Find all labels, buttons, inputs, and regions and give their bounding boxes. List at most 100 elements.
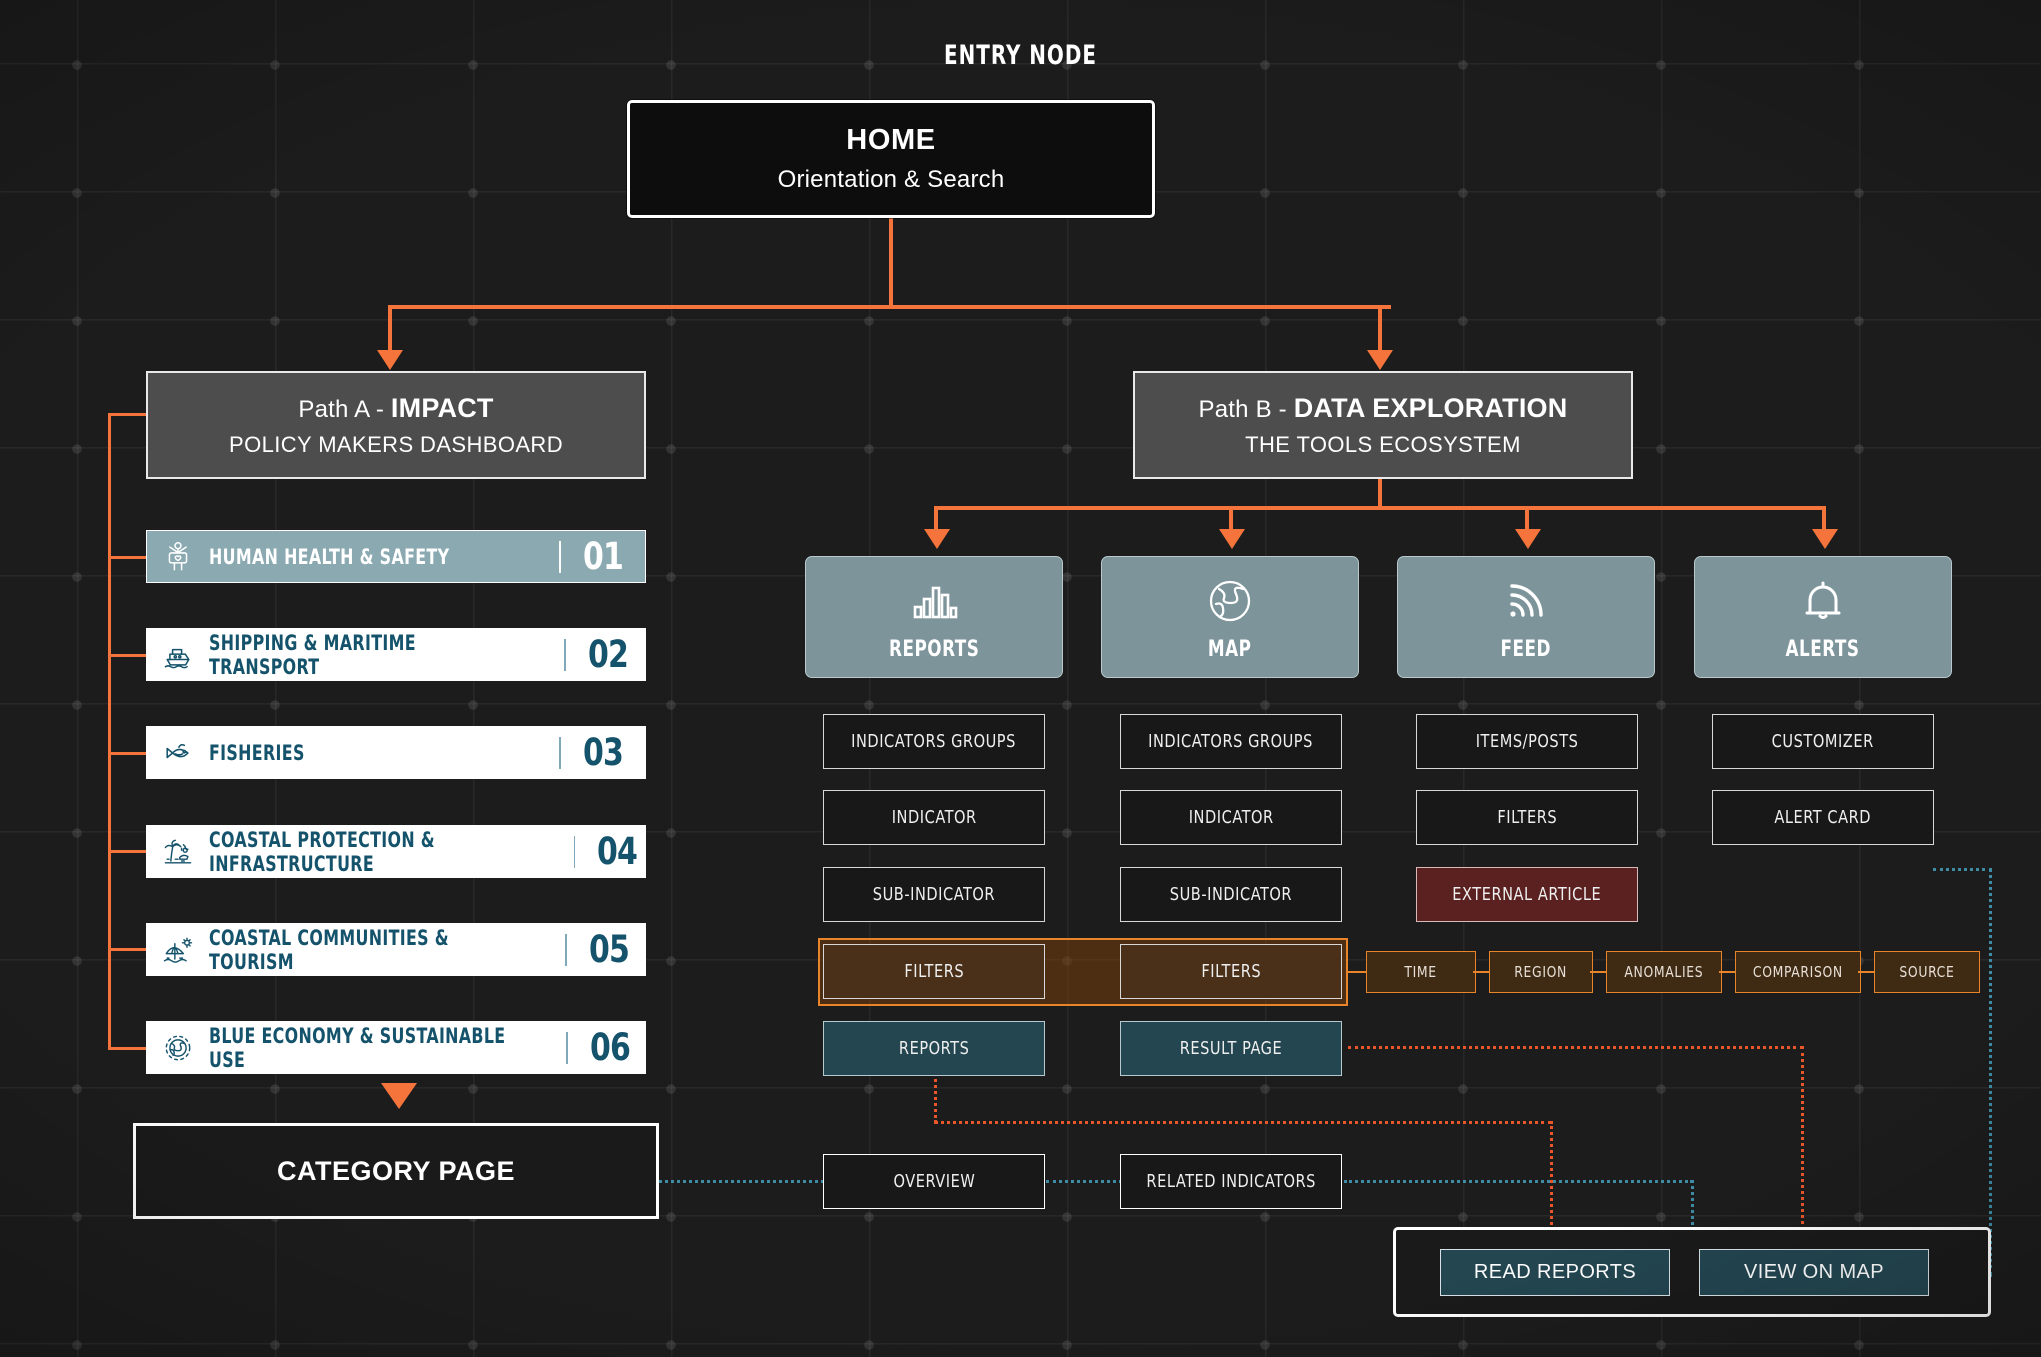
sub-box-alerts-customizer[interactable]: CUSTOMIZER: [1712, 714, 1934, 769]
path-b-title: Path B - DATA EXPLORATION: [1199, 393, 1568, 424]
tool-card-alerts[interactable]: ALERTS: [1694, 556, 1952, 678]
row-divider: [565, 933, 567, 966]
chip-label: SOURCE: [1899, 963, 1955, 981]
dashed-resultpage-right: [1348, 1046, 1803, 1049]
category-row-shipping[interactable]: SHIPPING & MARITIME TRANSPORT 02: [146, 628, 646, 681]
category-page-node[interactable]: CATEGORY PAGE: [133, 1123, 659, 1219]
palm-coast-icon: [147, 834, 209, 870]
sub-box-label: OVERVIEW: [893, 1171, 975, 1192]
path-a-title: Path A - IMPACT: [298, 393, 493, 424]
tool-label: FEED: [1500, 636, 1552, 662]
rss-icon: [1502, 573, 1550, 629]
category-label: COASTAL PROTECTION & INFRASTRUCTURE: [209, 827, 435, 876]
chip-comparison[interactable]: COMPARISON: [1735, 951, 1861, 993]
category-label: HUMAN HEALTH & SAFETY: [209, 544, 450, 569]
sub-box-map-sub-indicator[interactable]: SUB-INDICATOR: [1120, 867, 1342, 922]
globe-icon: [1206, 573, 1254, 629]
dashed-overview-to-related: [1046, 1180, 1122, 1183]
fish-icon: [147, 735, 209, 771]
sub-box-label: ITEMS/POSTS: [1475, 731, 1579, 752]
sub-box-label: FILTERS: [1497, 807, 1557, 828]
category-number: 04: [597, 830, 638, 873]
row-divider: [573, 835, 576, 868]
path-a-strong: IMPACT: [390, 392, 494, 423]
sub-box-label: REPORTS: [898, 1038, 970, 1059]
path-b-strong: DATA EXPLORATION: [1293, 392, 1568, 423]
dashed-category-to-overview: [659, 1180, 824, 1183]
tool-card-reports[interactable]: REPORTS: [805, 556, 1063, 678]
dashed-external-down: [1989, 868, 1992, 1276]
chip-anomalies[interactable]: ANOMALIES: [1606, 951, 1722, 993]
sub-box-label: FILTERS: [1201, 961, 1261, 982]
sub-box-map-filters[interactable]: FILTERS: [1120, 944, 1342, 999]
tool-label: REPORTS: [888, 636, 980, 662]
category-number: 05: [588, 928, 630, 971]
globe-dashed-icon: [147, 1030, 209, 1066]
home-title: HOME: [846, 124, 936, 156]
category-row-blue-economy[interactable]: BLUE ECONOMY & SUSTAINABLE USE 06: [146, 1021, 646, 1074]
sub-box-feed-external-article[interactable]: EXTERNAL ARTICLE: [1416, 867, 1638, 922]
row-divider: [559, 736, 561, 769]
sub-box-label: ALERT CARD: [1774, 807, 1872, 828]
sub-box-map-result-page[interactable]: RESULT PAGE: [1120, 1021, 1342, 1076]
chip-source[interactable]: SOURCE: [1874, 951, 1980, 993]
sub-box-label: INDICATORS GROUPS: [851, 731, 1017, 752]
chip-label: TIME: [1404, 963, 1438, 981]
dashed-reports-right: [934, 1121, 1552, 1124]
sub-box-related-indicators[interactable]: RELATED INDICATORS: [1120, 1154, 1342, 1209]
home-node[interactable]: HOME Orientation & Search: [627, 100, 1155, 218]
category-page-label: CATEGORY PAGE: [276, 1155, 516, 1186]
sub-box-reports-filters[interactable]: FILTERS: [823, 944, 1045, 999]
sub-box-label: CUSTOMIZER: [1771, 731, 1875, 752]
dashed-related-right: [1344, 1180, 1693, 1183]
sub-box-reports-result[interactable]: REPORTS: [823, 1021, 1045, 1076]
category-row-coastal-communities[interactable]: COASTAL COMMUNITIES & TOURISM 05: [146, 923, 646, 976]
sub-box-feed-items-posts[interactable]: ITEMS/POSTS: [1416, 714, 1638, 769]
chip-label: COMPARISON: [1753, 963, 1843, 981]
category-label: SHIPPING & MARITIME TRANSPORT: [209, 630, 416, 679]
tool-card-feed[interactable]: FEED: [1397, 556, 1655, 678]
ship-icon: [147, 637, 209, 673]
view-on-map-button[interactable]: VIEW ON MAP: [1699, 1249, 1929, 1296]
chip-region[interactable]: REGION: [1489, 951, 1593, 993]
sub-box-reports-sub-indicator[interactable]: SUB-INDICATOR: [823, 867, 1045, 922]
sub-box-label: INDICATOR: [1188, 807, 1274, 828]
sub-box-label: FILTERS: [904, 961, 964, 982]
path-b-header[interactable]: Path B - DATA EXPLORATION THE TOOLS ECOS…: [1133, 371, 1633, 479]
home-subtitle: Orientation & Search: [777, 166, 1005, 193]
sub-box-map-indicators-groups[interactable]: INDICATORS GROUPS: [1120, 714, 1342, 769]
chip-label: ANOMALIES: [1624, 963, 1704, 981]
entry-node-label: ENTRY NODE: [944, 40, 1097, 71]
category-number: 02: [587, 633, 629, 676]
path-b-subtitle: THE TOOLS ECOSYSTEM: [1245, 431, 1521, 457]
tool-label: ALERTS: [1785, 636, 1861, 662]
category-row-fisheries[interactable]: FISHERIES 03: [146, 726, 646, 779]
row-divider: [566, 1031, 569, 1064]
sub-box-label: EXTERNAL ARTICLE: [1452, 884, 1602, 905]
person-health-icon: [147, 539, 209, 575]
dashed-related-down: [1691, 1180, 1694, 1231]
category-row-human-health[interactable]: HUMAN HEALTH & SAFETY 01: [146, 530, 646, 583]
sub-box-reports-indicator[interactable]: INDICATOR: [823, 790, 1045, 845]
category-number: 01: [583, 535, 624, 578]
sub-box-feed-filters[interactable]: FILTERS: [1416, 790, 1638, 845]
tool-card-map[interactable]: MAP: [1101, 556, 1359, 678]
sub-box-map-indicator[interactable]: INDICATOR: [1120, 790, 1342, 845]
bar-chart-icon: [910, 573, 958, 629]
sub-box-label: SUB-INDICATOR: [872, 884, 996, 905]
chip-time[interactable]: TIME: [1366, 951, 1476, 993]
cta-label: READ REPORTS: [1473, 1261, 1637, 1283]
category-number: 03: [583, 731, 624, 774]
sub-box-alerts-alert-card[interactable]: ALERT CARD: [1712, 790, 1934, 845]
sub-box-label: SUB-INDICATOR: [1169, 884, 1293, 905]
sub-box-label: INDICATOR: [891, 807, 977, 828]
dashed-reports-down: [934, 1068, 937, 1123]
path-b-kicker: Path B -: [1198, 395, 1294, 423]
sub-box-overview[interactable]: OVERVIEW: [823, 1154, 1045, 1209]
read-reports-button[interactable]: READ REPORTS: [1440, 1249, 1670, 1296]
sub-box-label: INDICATORS GROUPS: [1148, 731, 1314, 752]
sub-box-reports-indicators-groups[interactable]: INDICATORS GROUPS: [823, 714, 1045, 769]
category-row-coastal-protection[interactable]: COASTAL PROTECTION & INFRASTRUCTURE 04: [146, 825, 646, 878]
path-a-header[interactable]: Path A - IMPACT POLICY MAKERS DASHBOARD: [146, 371, 646, 479]
bell-icon: [1799, 573, 1847, 629]
